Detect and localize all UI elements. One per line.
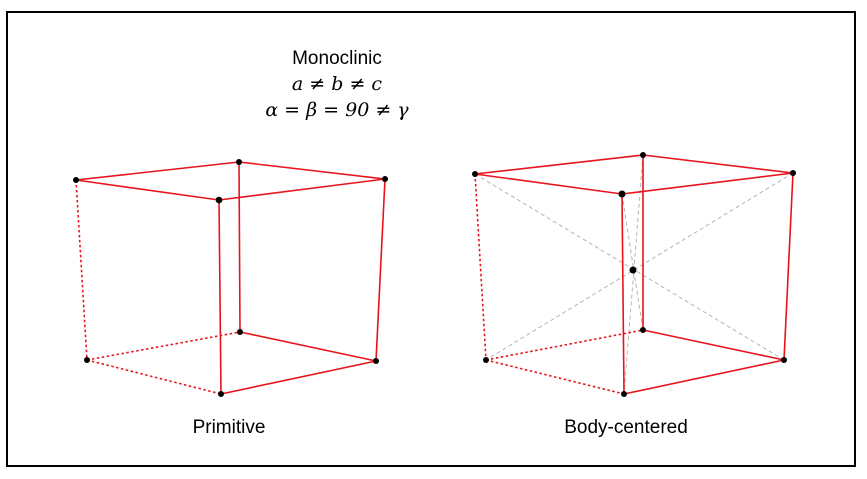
body-centered-edges (474, 154, 794, 395)
length-relation: a ≠ b ≠ c (292, 73, 382, 95)
hidden-edge (485, 329, 644, 361)
edge (75, 179, 220, 201)
primitive-edges (75, 161, 386, 395)
vertex (373, 358, 379, 364)
edge (621, 193, 625, 395)
edge (621, 172, 794, 195)
body-centered-label: Body-centered (564, 417, 688, 438)
diagram-title: Monoclinic (292, 48, 382, 69)
edge (218, 199, 222, 395)
edge (642, 154, 794, 174)
body-centered-vertices (472, 152, 796, 397)
edge (474, 154, 644, 175)
edge (239, 331, 377, 362)
edge (474, 173, 623, 195)
edge (220, 360, 377, 395)
edge (623, 359, 785, 395)
primitive-cell: Primitive (73, 159, 388, 438)
hidden-edge (485, 359, 625, 395)
edge (783, 172, 794, 361)
vertex (618, 190, 626, 198)
edge (238, 161, 386, 180)
vertex (621, 391, 627, 397)
hidden-edge (86, 359, 222, 395)
edge (375, 178, 386, 362)
vertex (84, 357, 90, 363)
vertex (237, 329, 243, 335)
body-diagonal (623, 154, 644, 395)
body-centered-cell: Body-centered (472, 152, 796, 438)
body-diagonal (485, 172, 794, 361)
body-diagonal (621, 193, 644, 331)
vertex (483, 357, 489, 363)
primitive-label: Primitive (193, 417, 266, 438)
vertex (781, 357, 787, 363)
vertex (472, 171, 478, 177)
hidden-edge (75, 179, 88, 361)
edge (75, 161, 240, 181)
body-diagonals (474, 154, 794, 395)
edge (238, 161, 241, 333)
hidden-edge (474, 173, 487, 361)
figure-frame (6, 11, 856, 467)
body-centered-hidden-edges (474, 173, 644, 395)
edge (642, 329, 785, 361)
vertex (640, 327, 646, 333)
angle-relation: α = β = 90 ≠ γ (265, 99, 409, 121)
hidden-edge (86, 331, 241, 361)
vertex (73, 177, 79, 183)
primitive-vertices (73, 159, 388, 397)
vertex (640, 152, 646, 158)
vertex (218, 391, 224, 397)
vertex (790, 170, 796, 176)
vertex (382, 176, 388, 182)
body-center-atom (629, 266, 637, 274)
edge (218, 178, 386, 201)
primitive-hidden-edges (75, 179, 241, 395)
vertex (236, 159, 242, 165)
vertex (215, 196, 223, 204)
